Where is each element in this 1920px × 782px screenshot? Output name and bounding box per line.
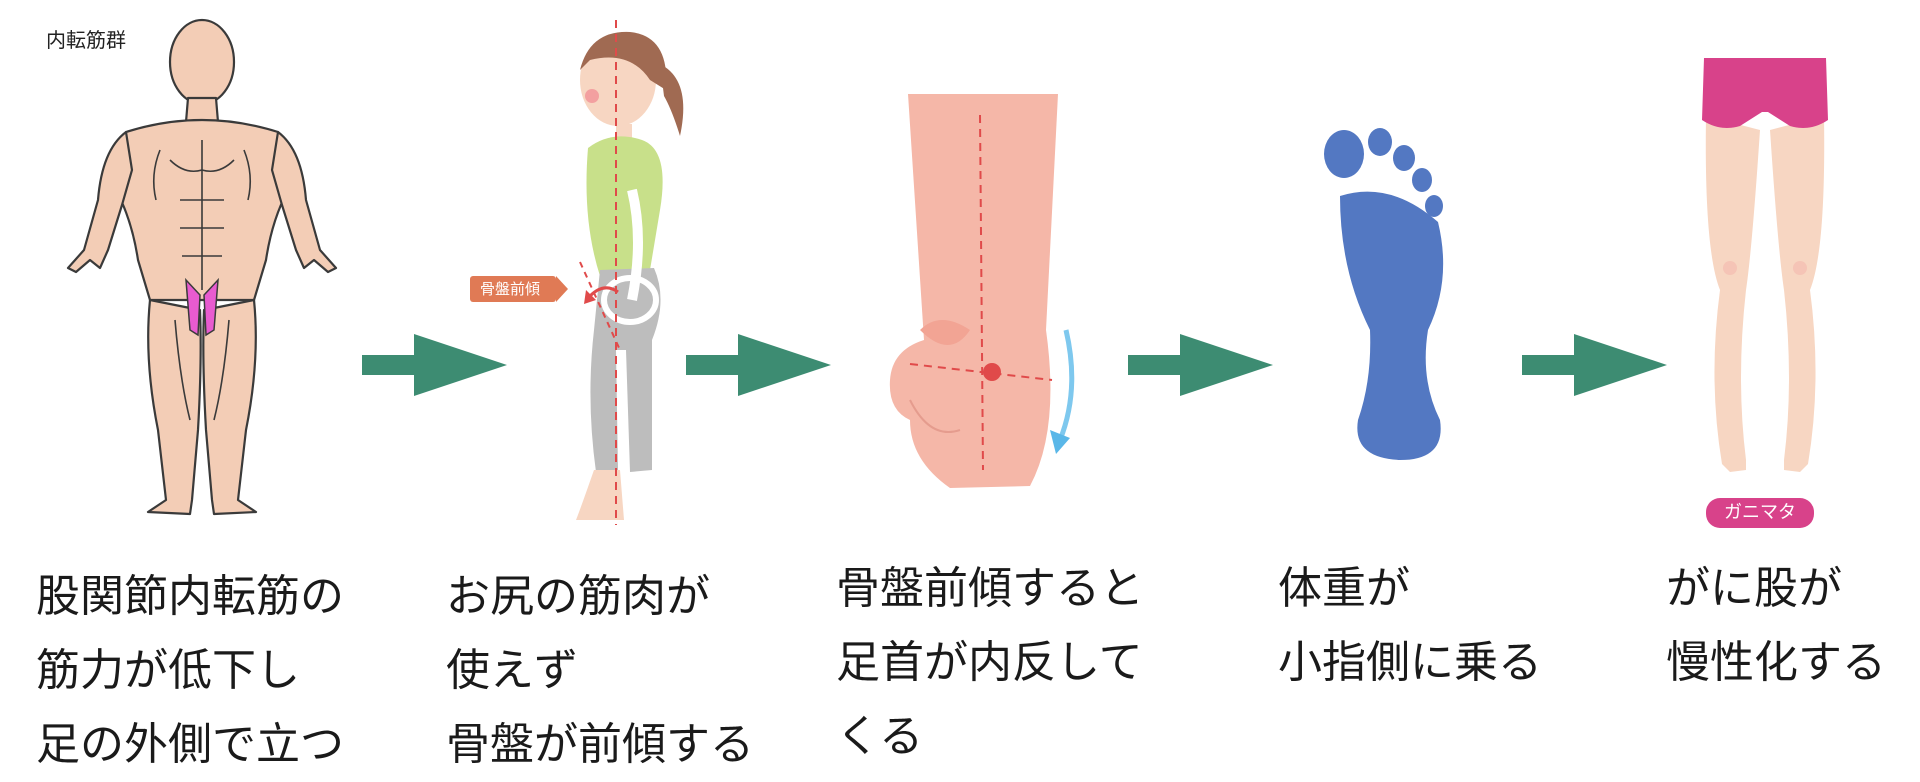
- caption-line: 骨盤前傾すると: [836, 563, 1144, 614]
- ankle-figure: [889, 94, 1075, 488]
- caption-line: 股関節内転筋の: [36, 571, 344, 622]
- caption-line: 足首が内反して: [836, 637, 1143, 688]
- caption-step-4: 体重が 小指側に乗る: [1278, 552, 1542, 700]
- pelvis-tilt-tag: 骨盤前傾: [470, 276, 569, 302]
- legs-figure: [1702, 58, 1828, 472]
- posture-figure: [576, 20, 684, 525]
- caption-line: くる: [836, 711, 924, 762]
- muscle-group-label: 内転筋群: [46, 28, 126, 52]
- caption-line: 小指側に乗る: [1278, 637, 1542, 688]
- caption-step-5: がに股が 慢性化する: [1666, 552, 1886, 700]
- flow-arrow-2: [686, 334, 831, 396]
- bowleg-tag: ガニマタ: [1706, 498, 1814, 528]
- caption-step-2: お尻の筋肉が 使えず 骨盤が前傾する: [446, 560, 754, 782]
- footprint-figure: [1324, 128, 1444, 460]
- flow-arrow-4: [1522, 334, 1667, 396]
- caption-line: お尻の筋肉が: [446, 571, 710, 622]
- anatomy-figure: [66, 18, 338, 516]
- caption-line: 使えず: [446, 645, 578, 696]
- caption-line: 筋力が低下し: [36, 645, 300, 696]
- caption-line: 慢性化する: [1666, 637, 1886, 688]
- caption-step-1: 股関節内転筋の 筋力が低下し 足の外側で立つ: [36, 560, 344, 782]
- caption-step-3: 骨盤前傾すると 足首が内反して くる: [836, 552, 1144, 774]
- caption-line: 体重が: [1278, 563, 1410, 614]
- flow-arrow-1: [362, 334, 507, 396]
- caption-line: 足の外側で立つ: [36, 719, 344, 770]
- caption-line: がに股が: [1666, 563, 1842, 614]
- caption-line: 骨盤が前傾する: [446, 719, 754, 770]
- flow-arrow-3: [1128, 334, 1273, 396]
